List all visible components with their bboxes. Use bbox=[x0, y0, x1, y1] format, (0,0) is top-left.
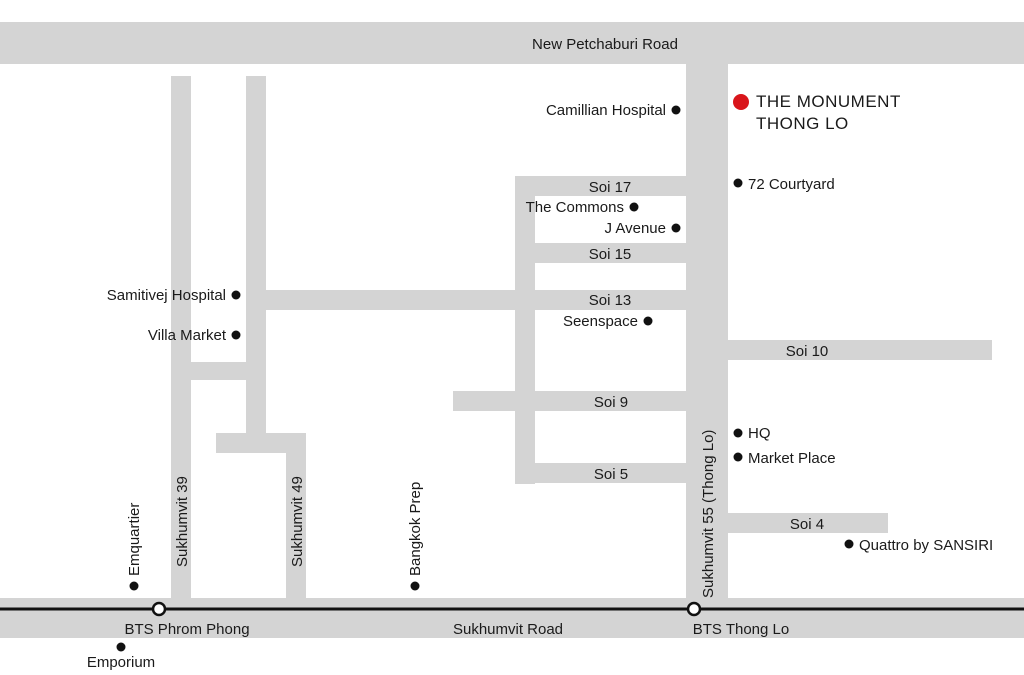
sukhumvit-39-connector bbox=[171, 362, 266, 380]
sukhumvit-55-road bbox=[686, 62, 728, 602]
poi-emporium[interactable]: Emporium bbox=[87, 642, 155, 672]
poi-bangkok-prep[interactable]: Bangkok Prep bbox=[407, 482, 424, 591]
project-name-line2: THONG LO bbox=[756, 114, 849, 133]
location-dot-icon bbox=[116, 642, 126, 652]
location-dot-icon bbox=[643, 316, 653, 326]
poi-label: Market Place bbox=[748, 450, 836, 467]
location-dot-icon bbox=[629, 202, 639, 212]
poi-label: Emquartier bbox=[126, 503, 143, 576]
new-petchaburi-road bbox=[0, 22, 1024, 64]
poi-label: Samitivej Hospital bbox=[107, 287, 226, 304]
location-dot-icon bbox=[231, 290, 241, 300]
soi-15-label: Soi 15 bbox=[589, 246, 632, 263]
poi-label: Camillian Hospital bbox=[546, 102, 666, 119]
poi-label: J Avenue bbox=[605, 220, 666, 237]
soi-13-label: Soi 13 bbox=[589, 292, 632, 309]
poi-hq[interactable]: HQ bbox=[733, 425, 771, 442]
soi-5-label: Soi 5 bbox=[594, 466, 628, 483]
soi-17-road bbox=[515, 176, 688, 196]
poi-seenspace[interactable]: Seenspace bbox=[563, 313, 653, 330]
location-dot-icon bbox=[671, 223, 681, 233]
bts-thong-lo-marker[interactable] bbox=[686, 601, 702, 617]
bts-phrom-phong-label: BTS Phrom Phong bbox=[124, 621, 249, 638]
sukhumvit-49-road bbox=[246, 76, 266, 436]
new-petchaburi-road-label: New Petchaburi Road bbox=[532, 36, 678, 53]
location-dot-icon bbox=[733, 178, 743, 188]
bts-phrom-phong-marker[interactable] bbox=[151, 601, 167, 617]
poi-j-avenue[interactable]: J Avenue bbox=[605, 220, 681, 237]
poi-label: Quattro by SANSIRI bbox=[859, 537, 993, 554]
sukhumvit-road bbox=[0, 598, 1024, 638]
sukhumvit-49-lower bbox=[286, 433, 306, 600]
location-dot-icon bbox=[733, 428, 743, 438]
location-dot-icon bbox=[410, 581, 420, 591]
poi-label: Villa Market bbox=[148, 327, 227, 344]
poi-label: Emporium bbox=[87, 654, 155, 671]
road-network bbox=[0, 22, 1024, 638]
soi-4-road bbox=[726, 513, 888, 533]
poi-the-commons[interactable]: The Commons bbox=[526, 199, 639, 216]
location-dot-icon bbox=[129, 581, 139, 591]
poi-villa-market[interactable]: Villa Market bbox=[148, 327, 241, 344]
sukhumvit-55-label: Sukhumvit 55 (Thong Lo) bbox=[700, 430, 717, 598]
poi-emquartier[interactable]: Emquartier bbox=[126, 503, 143, 591]
soi-5-road bbox=[515, 463, 688, 483]
poi-72-courtyard[interactable]: 72 Courtyard bbox=[733, 176, 835, 193]
inner-connector-road bbox=[515, 176, 535, 484]
soi-15-road bbox=[535, 243, 688, 263]
poi-samitivej-hospital[interactable]: Samitivej Hospital bbox=[107, 287, 241, 304]
project-marker-icon bbox=[733, 94, 749, 110]
location-dot-icon bbox=[671, 105, 681, 115]
project-location[interactable]: THE MONUMENT THONG LO bbox=[733, 92, 901, 133]
soi-9-road bbox=[453, 391, 688, 411]
bts-thong-lo-label: BTS Thong Lo bbox=[693, 621, 789, 638]
soi-10-road bbox=[726, 340, 992, 360]
poi-market-place[interactable]: Market Place bbox=[733, 450, 836, 467]
sukhumvit-road-label: Sukhumvit Road bbox=[453, 621, 563, 638]
location-dot-icon bbox=[733, 452, 743, 462]
sukhumvit-49-branch bbox=[216, 433, 306, 453]
poi-label: The Commons bbox=[526, 199, 624, 216]
soi-10-label: Soi 10 bbox=[786, 343, 829, 360]
poi-camillian-hospital[interactable]: Camillian Hospital bbox=[546, 102, 681, 119]
location-dot-icon bbox=[844, 539, 854, 549]
poi-quattro[interactable]: Quattro by SANSIRI bbox=[844, 537, 994, 554]
sukhumvit-39-road bbox=[171, 76, 191, 600]
poi-label: Seenspace bbox=[563, 313, 638, 330]
soi-4-label: Soi 4 bbox=[790, 516, 824, 533]
soi-13-road bbox=[256, 290, 688, 310]
poi-label: Bangkok Prep bbox=[407, 482, 424, 576]
poi-label: HQ bbox=[748, 425, 771, 442]
project-name-line1: THE MONUMENT bbox=[756, 92, 901, 111]
poi-label: 72 Courtyard bbox=[748, 176, 835, 193]
location-dot-icon bbox=[231, 330, 241, 340]
sukhumvit-49-label: Sukhumvit 49 bbox=[289, 476, 306, 567]
soi-17-label: Soi 17 bbox=[589, 179, 632, 196]
soi-9-label: Soi 9 bbox=[594, 394, 628, 411]
sukhumvit-39-label: Sukhumvit 39 bbox=[174, 476, 191, 567]
